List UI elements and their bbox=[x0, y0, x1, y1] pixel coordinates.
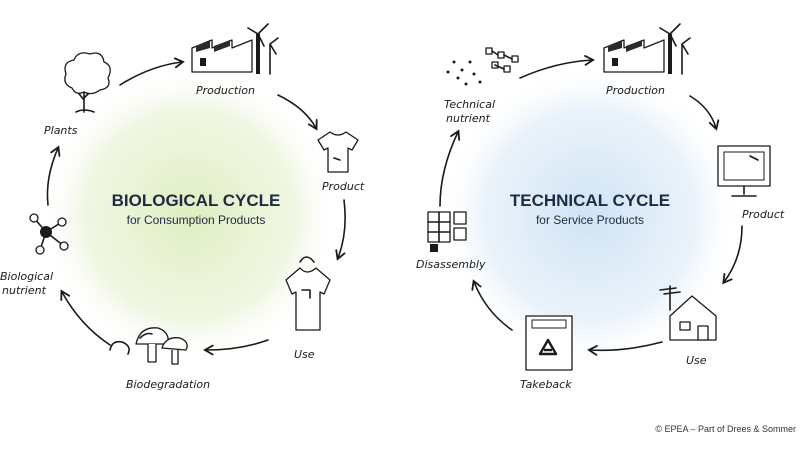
house-icon bbox=[659, 285, 717, 341]
tech-arrow-disassembly-nutrient bbox=[439, 129, 461, 207]
bio-arrow-nutrient-plants bbox=[46, 145, 61, 206]
tech-arrow-use-takeback bbox=[587, 341, 663, 356]
tech-label-disassembly: Disassembly bbox=[416, 258, 486, 271]
mushrooms-icon bbox=[109, 327, 188, 365]
tech-title: TECHNICAL CYCLE bbox=[510, 191, 670, 210]
tech-arrow-product-use bbox=[722, 225, 743, 285]
tech-label-use: Use bbox=[686, 354, 707, 367]
bio-center-glow bbox=[40, 65, 340, 365]
bio-label-production: Production bbox=[196, 84, 255, 97]
tech-arrow-takeback-disassembly bbox=[471, 279, 513, 331]
bio-label-nutrient-line1: Biological bbox=[0, 270, 53, 283]
grid-panel-icon bbox=[427, 211, 467, 252]
biological-cycle: Production Product Use Biodegradation bbox=[0, 23, 365, 391]
bio-label-product: Product bbox=[322, 180, 365, 193]
bio-arrow-production-product bbox=[277, 94, 318, 131]
tech-label-production: Production bbox=[606, 84, 665, 97]
bio-label-nutrient-line2: nutrient bbox=[2, 284, 47, 297]
worn-shirt-icon bbox=[285, 256, 331, 331]
bio-arrow-use-biodegradation bbox=[203, 339, 269, 356]
tech-label-product: Product bbox=[742, 208, 785, 221]
tech-label-takeback: Takeback bbox=[520, 378, 572, 391]
bio-label-use: Use bbox=[294, 348, 315, 361]
tech-label-nutrient-line1: Technical bbox=[444, 98, 495, 111]
tech-label-nutrient-line2: nutrient bbox=[446, 112, 491, 125]
bio-label-plants: Plants bbox=[44, 124, 78, 137]
tshirt-icon bbox=[317, 131, 359, 173]
recycle-bin-icon bbox=[525, 315, 573, 371]
tech-arrow-nutrient-production bbox=[519, 55, 595, 79]
tech-subtitle: for Service Products bbox=[536, 213, 644, 227]
bio-arrow-plants-production bbox=[119, 57, 185, 86]
technical-cycle: Technical nutrient Production Product bbox=[416, 23, 785, 391]
monitor-icon bbox=[717, 145, 771, 197]
factory-icon bbox=[603, 23, 691, 75]
credit-text: © EPEA – Part of Drees & Sommer bbox=[655, 424, 796, 434]
bio-arrow-biodegradation-nutrient bbox=[60, 289, 111, 346]
tree-icon bbox=[64, 52, 111, 113]
bio-label-biodegradation: Biodegradation bbox=[126, 378, 210, 391]
tech-arrow-production-product bbox=[689, 95, 720, 131]
factory-icon bbox=[191, 23, 279, 75]
molecule-icon bbox=[29, 213, 69, 255]
bio-subtitle: for Consumption Products bbox=[127, 213, 266, 227]
pixels-icon bbox=[446, 47, 519, 86]
bio-title: BIOLOGICAL CYCLE bbox=[112, 191, 281, 210]
bio-arrow-product-use bbox=[335, 199, 346, 261]
